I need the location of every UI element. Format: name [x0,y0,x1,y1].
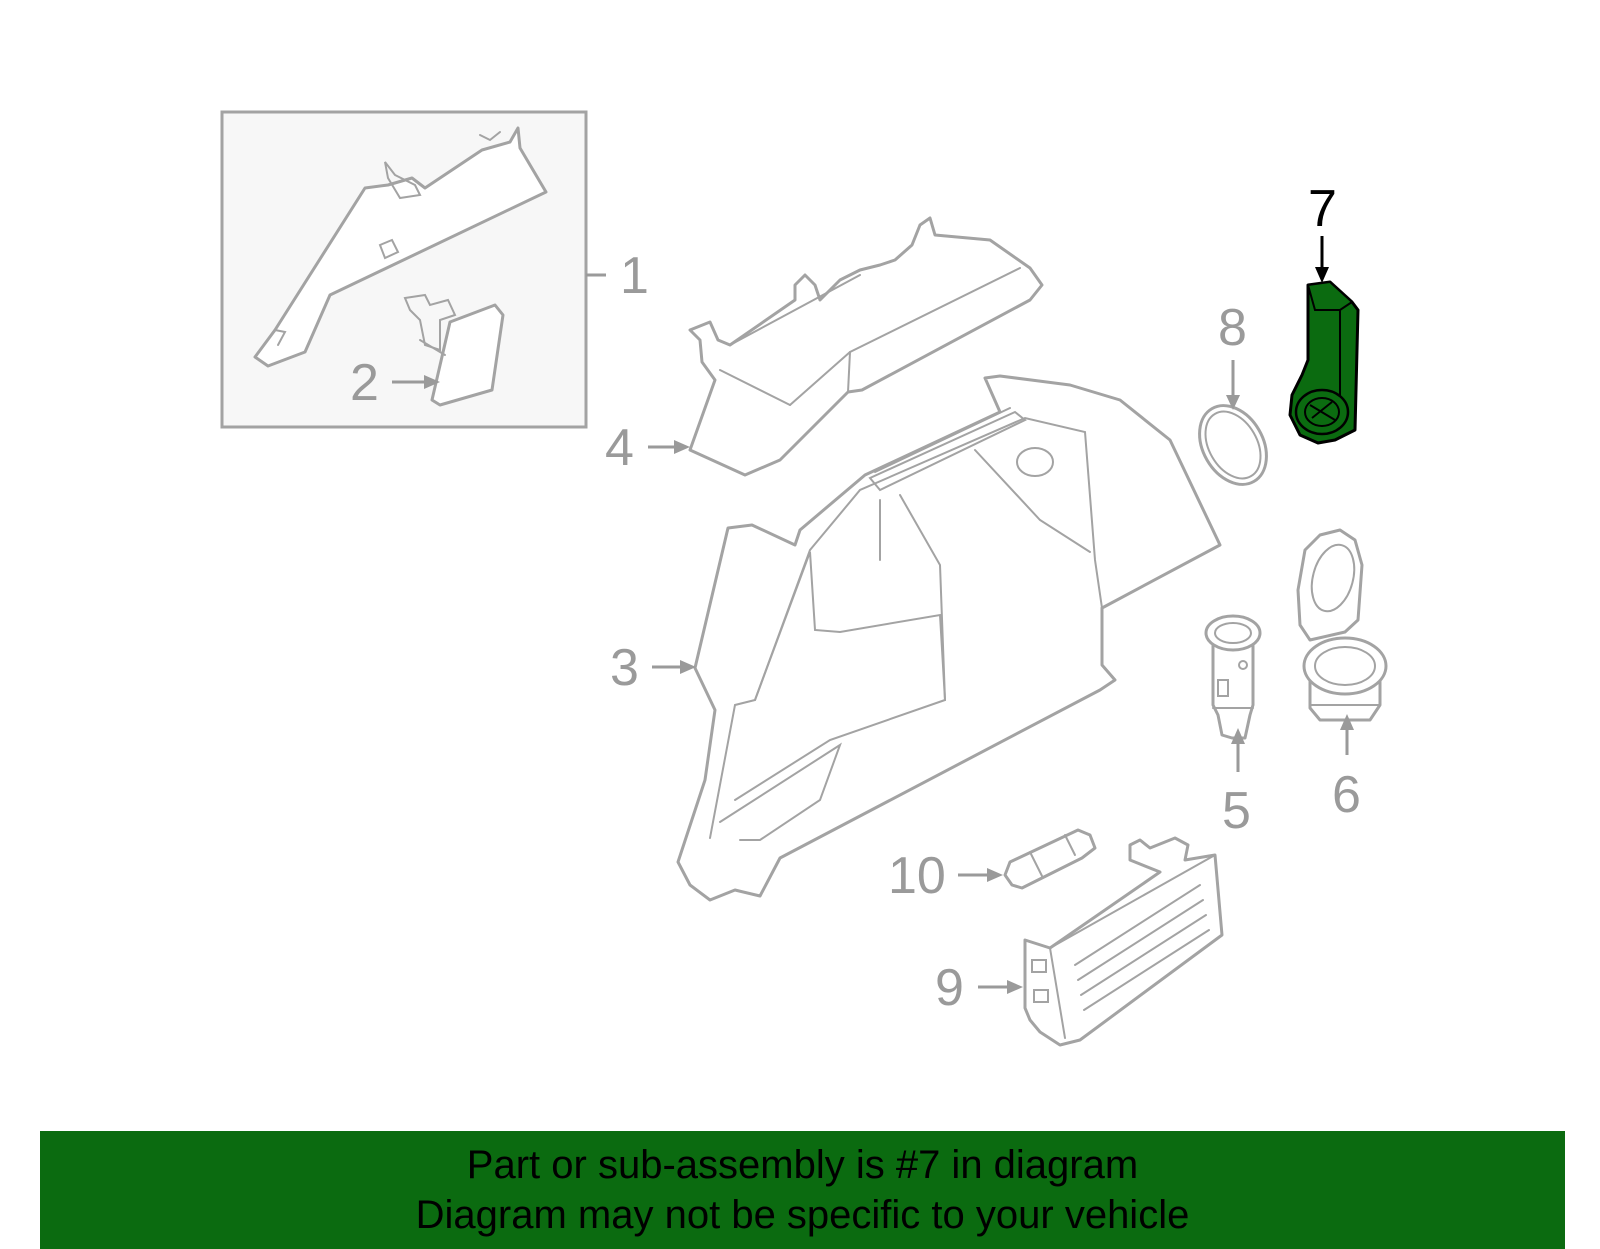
callout-5: 5 [1222,728,1251,840]
info-banner: Part or sub-assembly is #7 in diagram Di… [40,1131,1565,1249]
callout-5-label: 5 [1222,782,1251,840]
callout-4: 4 [605,419,690,477]
part-1-trim-panel[interactable] [253,126,548,368]
callout-6: 6 [1332,714,1361,824]
callout-10: 10 [888,847,1003,905]
banner-line-1: Part or sub-assembly is #7 in diagram [466,1143,1139,1187]
callout-7-label: 7 [1308,180,1337,238]
callout-3-label: 3 [610,639,639,697]
callout-10-label: 10 [888,847,946,905]
part-10-bulb[interactable] [1003,828,1097,890]
callout-1: 1 [620,247,649,305]
part-5-socket[interactable] [1204,614,1262,740]
part-7-socket-highlighted[interactable] [1288,280,1360,445]
callout-2: 2 [350,354,440,412]
callout-6-label: 6 [1332,766,1361,824]
callout-8-label: 8 [1218,299,1247,357]
callout-9: 9 [935,959,1023,1017]
part-2-clip[interactable] [403,293,505,407]
part-4-upper-trim[interactable] [688,216,1044,477]
callout-7: 7 [1308,180,1337,283]
callout-1-label: 1 [620,247,649,305]
inset-box [220,110,606,429]
callout-8: 8 [1218,299,1247,410]
callout-2-label: 2 [350,354,379,412]
callout-9-label: 9 [935,959,964,1017]
banner-line-2: Diagram may not be specific to your vehi… [415,1193,1190,1237]
part-6-covered-socket[interactable] [1296,528,1388,722]
callout-4-label: 4 [605,419,634,477]
part-8-ring[interactable] [1186,394,1280,497]
callout-3: 3 [610,639,696,697]
part-3-quarter-trim[interactable] [676,374,1222,902]
part-9-lamp[interactable] [1023,836,1224,1047]
